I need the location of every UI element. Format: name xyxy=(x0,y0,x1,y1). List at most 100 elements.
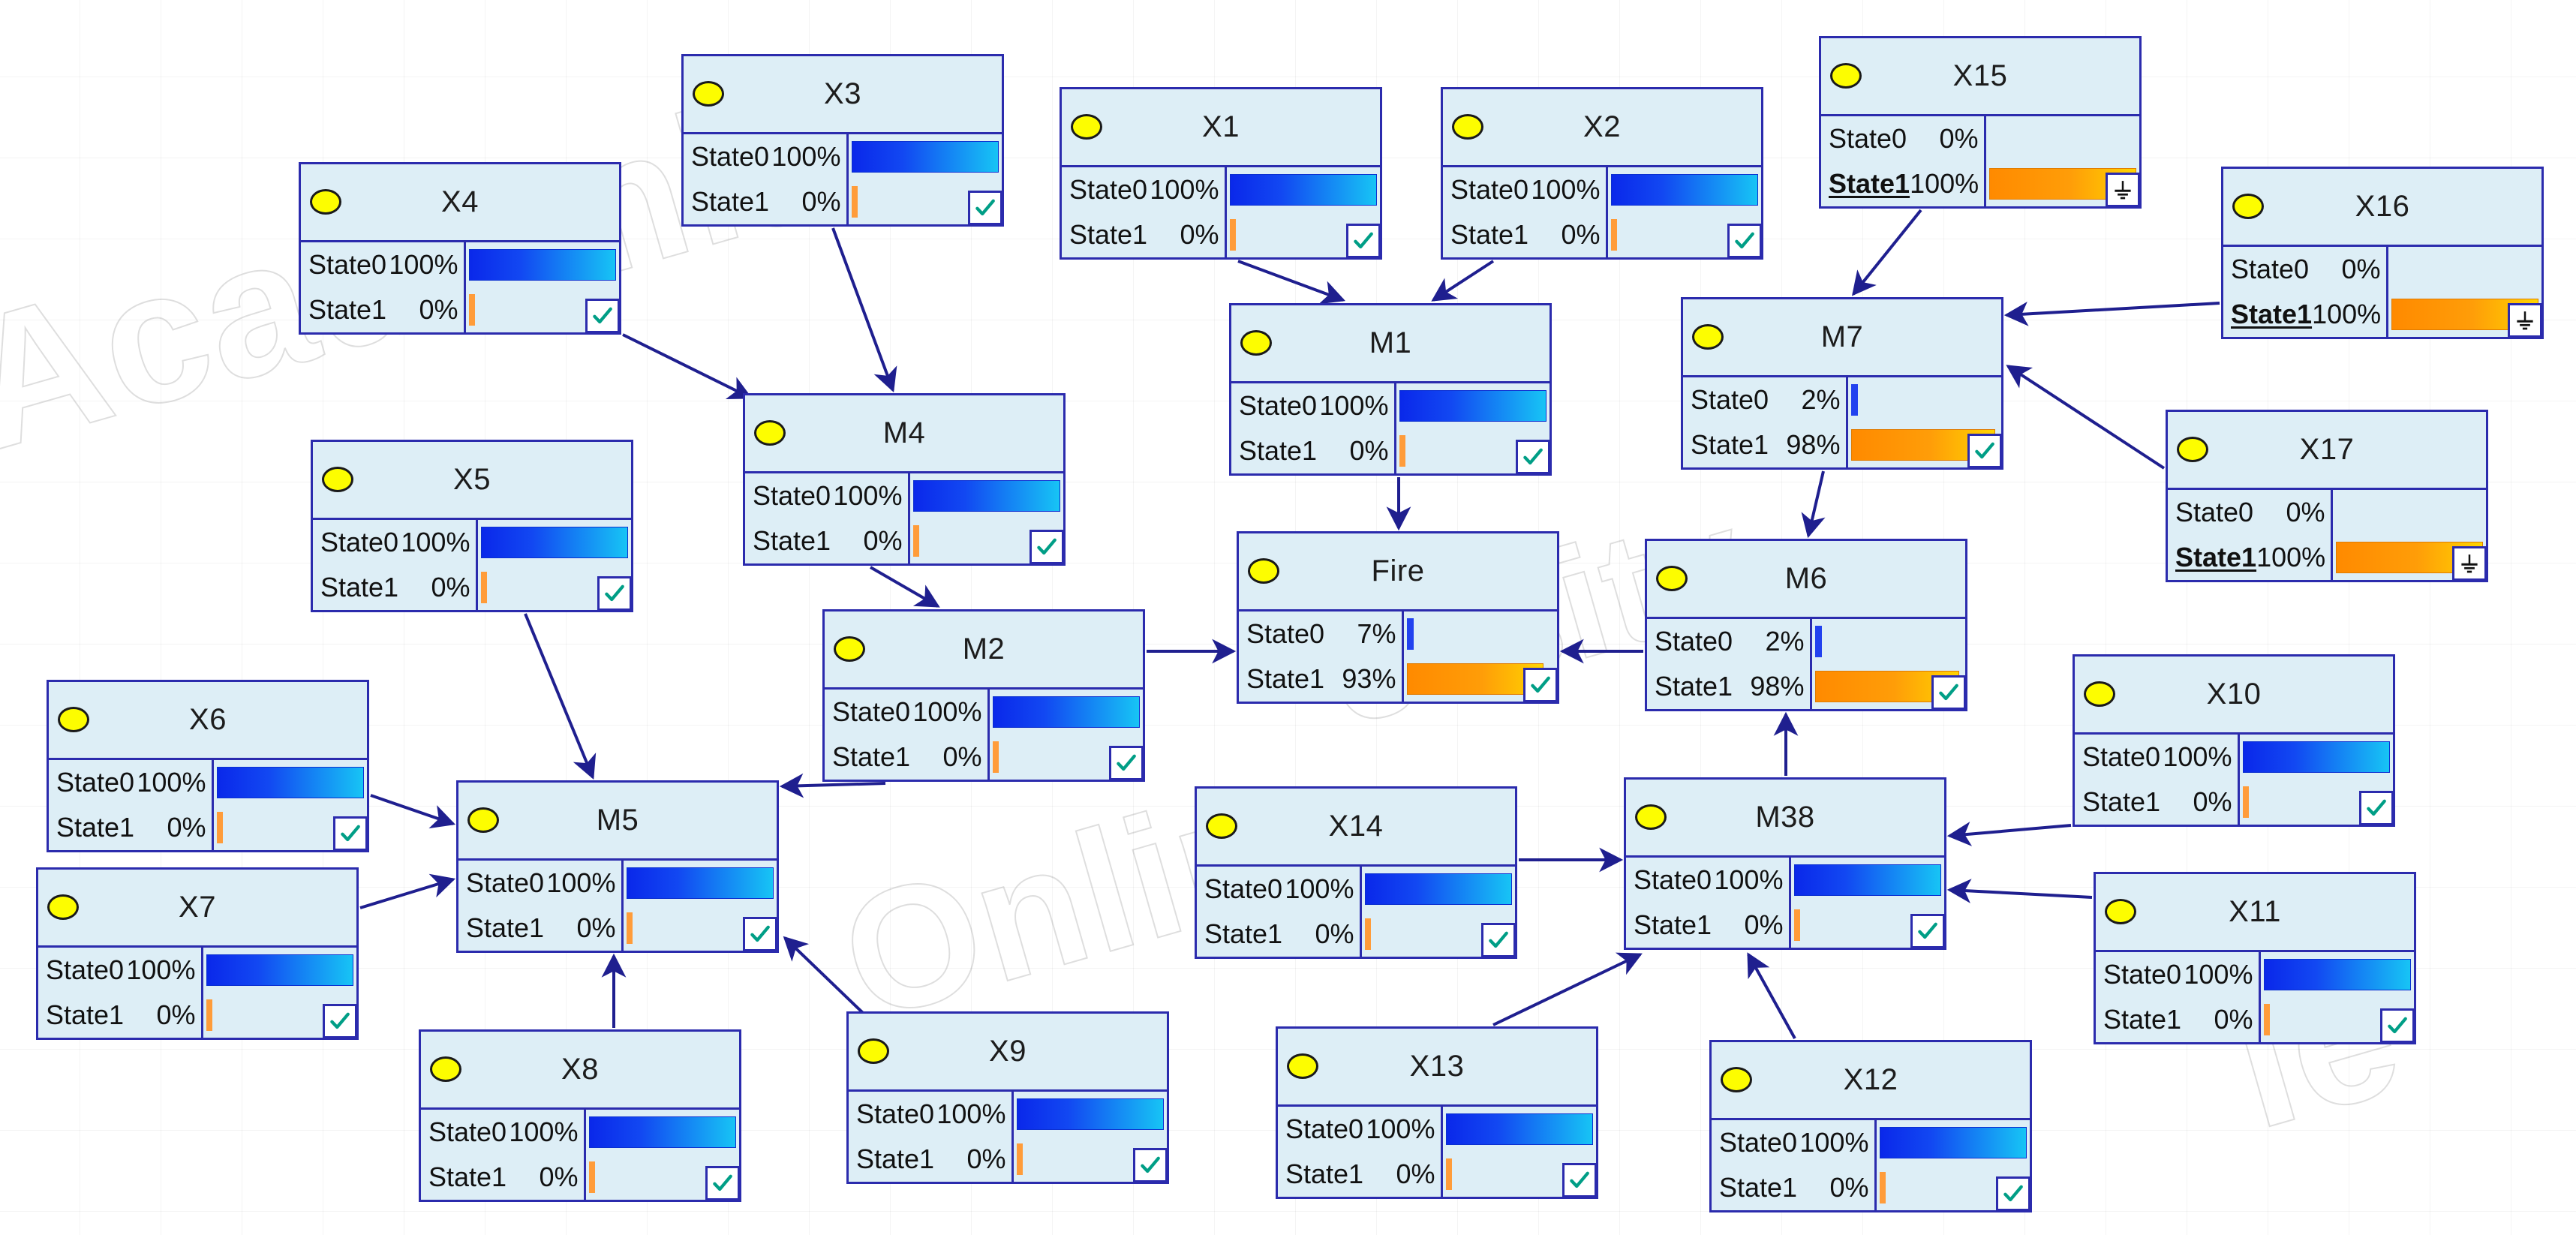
checkmark-icon[interactable] xyxy=(1562,1163,1597,1197)
checkmark-icon[interactable] xyxy=(1133,1148,1168,1182)
checkmark-icon[interactable] xyxy=(1029,530,1064,564)
checkmark-icon[interactable] xyxy=(2359,791,2394,825)
checkmark-icon[interactable] xyxy=(1727,224,1762,258)
checkmark-icon[interactable] xyxy=(1523,668,1558,702)
checkmark-icon[interactable] xyxy=(1481,923,1516,957)
checkmark-icon[interactable] xyxy=(705,1166,740,1200)
evidence-pin-icon[interactable] xyxy=(2452,546,2487,581)
checkmark-icon[interactable] xyxy=(1516,440,1550,474)
checkmark-icon[interactable] xyxy=(323,1004,357,1038)
checkmark-icon[interactable] xyxy=(585,299,620,333)
checkmark-icon[interactable] xyxy=(968,191,1002,225)
checkmark-icon[interactable] xyxy=(1910,914,1945,948)
checkmark-icon[interactable] xyxy=(2380,1008,2415,1043)
checkmark-icon[interactable] xyxy=(1346,224,1381,258)
checkmark-icon[interactable] xyxy=(333,816,368,851)
checkmark-icon[interactable] xyxy=(1996,1176,2030,1211)
evidence-pin-icon[interactable] xyxy=(2508,303,2542,338)
checkmark-icon[interactable] xyxy=(597,576,632,611)
checkmark-icon[interactable] xyxy=(1109,746,1144,780)
checkmark-icon[interactable] xyxy=(1967,434,2002,468)
evidence-pin-icon[interactable] xyxy=(2106,173,2140,207)
checkmark-icon[interactable] xyxy=(1931,675,1966,710)
checkmark-icon[interactable] xyxy=(743,917,777,951)
